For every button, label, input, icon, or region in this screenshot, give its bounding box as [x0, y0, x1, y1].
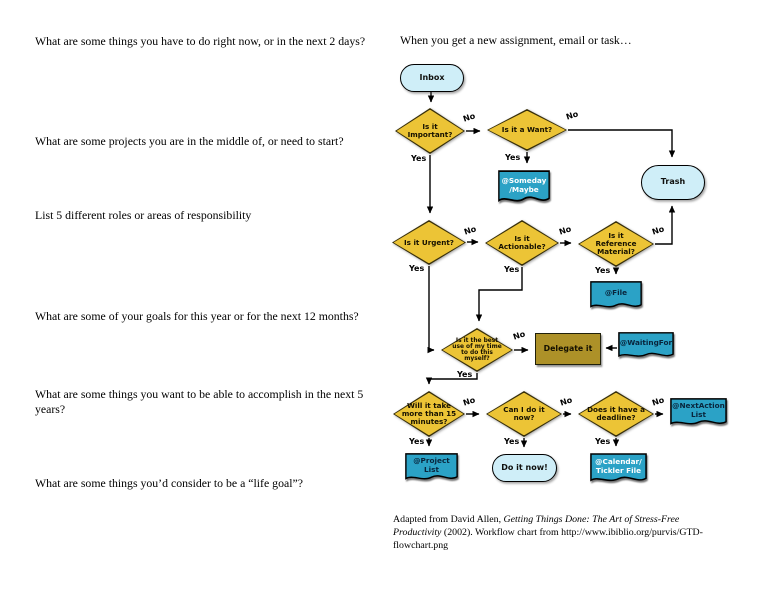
node-waiting-for-label: @WaitingFor: [619, 338, 673, 348]
edge-label-no: No: [650, 224, 666, 237]
flag-shape: [498, 170, 550, 202]
node-calendar-tickler-file-label: @Calendar/ Tickler File: [595, 457, 642, 475]
question-right-now: What are some things you have to do righ…: [35, 34, 366, 48]
attribution-book-title: Getting Things Done: The Art of Stress-F…: [393, 514, 680, 539]
node-is-it-a-want: Is it a Want?: [487, 109, 567, 151]
node-is-it-actionable: Is it Actionable?: [485, 220, 559, 266]
flag-shape: [590, 453, 647, 482]
node-calendar-tickler-file: @Calendar/ Tickler File: [590, 453, 647, 486]
node-next-action-list: @NextAction List: [670, 398, 727, 429]
edge-label-yes: Yes: [595, 437, 611, 446]
node-project-list: @Project List: [405, 453, 458, 484]
node-delegate-it: Delegate it: [535, 333, 601, 365]
node-more-than-15-minutes-label: Will it take more than 15 minutes?: [401, 401, 457, 426]
edge-label-yes: Yes: [409, 264, 425, 273]
node-is-it-reference-material: Is it Reference Material?: [578, 221, 654, 267]
node-is-it-important: Is it Important?: [395, 108, 465, 154]
flag-shape: [618, 332, 674, 358]
edge-label-yes: Yes: [505, 153, 521, 162]
edge-label-yes: Yes: [411, 154, 427, 163]
question-life-goal: What are some things you’d consider to b…: [35, 476, 303, 490]
edge-actionable-bestuse: [475, 267, 523, 322]
edge-label-yes: Yes: [504, 265, 520, 274]
edge-label-no: No: [462, 224, 478, 237]
edge-label-yes: Yes: [595, 266, 611, 275]
node-someday-maybe-label: @Someday /Maybe: [501, 176, 547, 194]
flag-shape: [405, 453, 458, 480]
node-does-it-have-a-deadline-label: Does it have a deadline?: [587, 405, 645, 422]
node-next-action-list-label: @NextAction List: [672, 401, 725, 419]
edge-label-no: No: [558, 395, 574, 408]
edge-want-trash: [568, 129, 676, 158]
node-someday-maybe: @Someday /Maybe: [498, 170, 550, 207]
node-trash-label: Trash: [660, 177, 686, 187]
attribution-part3: (2002). Workflow chart from http://www.i…: [393, 527, 703, 552]
node-best-use-of-time: Is it the best use of my time to do this…: [441, 328, 513, 372]
node-inbox-label: Inbox: [419, 72, 445, 82]
node-can-i-do-it-now-label: Can I do it now?: [503, 405, 545, 422]
node-is-it-urgent: Is it Urgent?: [392, 220, 466, 265]
node-file-label: @File: [604, 288, 628, 298]
node-file: @File: [590, 281, 642, 312]
attribution-part1: Adapted from David Allen,: [393, 514, 504, 525]
edge-label-no: No: [557, 224, 573, 237]
node-do-it-now: Do it now!: [492, 454, 557, 482]
edge-label-no: No: [461, 111, 477, 124]
node-best-use-of-time-label: Is it the best use of my time to do this…: [452, 337, 502, 363]
node-waiting-for: @WaitingFor: [618, 332, 674, 361]
edge-label-no: No: [461, 395, 477, 408]
flowchart-intro-text: When you get a new assignment, email or …: [400, 33, 632, 47]
node-is-it-important-label: Is it Important?: [407, 122, 453, 139]
node-does-it-have-a-deadline: Does it have a deadline?: [578, 391, 654, 437]
node-trash: Trash: [641, 165, 705, 200]
edge-label-no: No: [564, 109, 580, 122]
node-is-it-reference-material-label: Is it Reference Material?: [595, 231, 637, 256]
question-year-goals: What are some of your goals for this yea…: [35, 309, 359, 323]
attribution: Adapted from David Allen, Getting Things…: [393, 513, 729, 553]
edge-label-yes: Yes: [504, 437, 520, 446]
node-delegate-it-label: Delegate it: [543, 343, 593, 353]
node-is-it-a-want-label: Is it a Want?: [501, 125, 553, 135]
edge-urgent-bestuse: [427, 266, 435, 354]
node-is-it-actionable-label: Is it Actionable?: [498, 234, 546, 251]
question-roles: List 5 different roles or areas of respo…: [35, 208, 252, 222]
question-projects: What are some projects you are in the mi…: [35, 134, 344, 148]
node-is-it-urgent-label: Is it Urgent?: [404, 237, 454, 247]
edge-label-no: No: [650, 395, 666, 408]
node-can-i-do-it-now: Can I do it now?: [486, 391, 562, 437]
flag-shape: [590, 281, 642, 308]
edge-label-yes: Yes: [457, 370, 473, 379]
flag-shape: [670, 398, 727, 425]
edge-label-yes: Yes: [409, 437, 425, 446]
question-5-year-goals: What are some things you want to be able…: [35, 387, 364, 416]
node-inbox: Inbox: [400, 64, 464, 92]
node-project-list-label: @Project List: [413, 456, 450, 474]
node-do-it-now-label: Do it now!: [501, 462, 548, 472]
edge-label-no: No: [511, 329, 527, 342]
node-more-than-15-minutes: Will it take more than 15 minutes?: [393, 391, 465, 437]
